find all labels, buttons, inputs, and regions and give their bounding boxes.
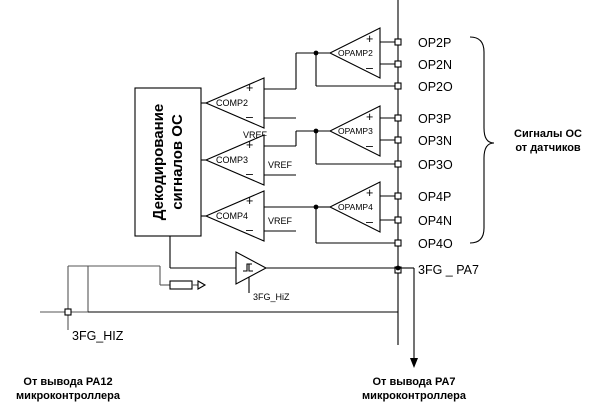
comparator-comp3: COMP3 + – VREF xyxy=(201,130,330,186)
comp2-minus-sign: – xyxy=(246,110,253,124)
pa7-arrow-head xyxy=(410,358,418,368)
opamp-opamp3: OPAMP3 + – xyxy=(313,105,398,165)
pin-label-op4n: OP4N xyxy=(418,214,452,228)
opamp2-minus-sign: – xyxy=(366,61,373,75)
comp2-label: COMP2 xyxy=(216,98,248,108)
comp2-vref-label: VREF xyxy=(243,130,268,140)
opamp3-minus-sign: – xyxy=(366,139,373,153)
pull-resistor xyxy=(159,266,207,290)
pin-label-op2p: OP2P xyxy=(418,36,451,50)
pin-label-op2n: OP2N xyxy=(418,58,452,72)
opamp4-label: OPAMP4 xyxy=(338,202,373,212)
pin-label-pa7: 3FG _ PA7 xyxy=(418,263,479,277)
opamp-opamp2: OPAMP2 + – xyxy=(313,27,398,87)
pin-label-op3o: OP3O xyxy=(418,158,453,172)
pa7-caption-line2: микроконтроллера xyxy=(362,390,467,402)
hiz-wiring: 3FG_HIZ xyxy=(40,265,398,343)
opamp2-label: OPAMP2 xyxy=(338,48,373,58)
comp3-label: COMP3 xyxy=(216,155,248,165)
comp2-plus-sign: + xyxy=(246,81,253,95)
opamp3-plus-sign: + xyxy=(366,110,373,124)
pin-squares xyxy=(394,38,402,274)
opamp-opamp4: OPAMP4 + – xyxy=(313,181,398,244)
sensors-label-line1: Сигналы ОС xyxy=(514,128,582,140)
comparator-comp2: COMP2 + – VREF xyxy=(201,52,330,140)
opamp3-label: OPAMP3 xyxy=(338,126,373,136)
hiz-buffer: 3FG_HiZ xyxy=(169,236,401,302)
pin-label-op3n: OP3N xyxy=(418,134,452,148)
comp4-vref-label: VREF xyxy=(268,216,293,226)
buffer-label: 3FG_HiZ xyxy=(253,292,290,302)
pin-label-op3p: OP3P xyxy=(418,112,451,126)
comp4-label: COMP4 xyxy=(216,211,248,221)
hiz-pin-square xyxy=(64,308,72,316)
decoder-block xyxy=(134,87,202,237)
decoder-label-line2: сигналов ОС xyxy=(169,114,186,210)
opamp4-minus-sign: – xyxy=(366,215,373,229)
pin-label-op4o: OP4O xyxy=(418,237,453,251)
decoder-label-line1: Декодирование xyxy=(150,104,167,221)
comp4-minus-sign: – xyxy=(246,223,253,237)
comp3-minus-sign: – xyxy=(246,167,253,181)
comp3-vref-label: VREF xyxy=(268,160,293,170)
pa12-caption-line1: От вывода PA12 xyxy=(23,376,112,388)
comparator-comp4: COMP4 + – VREF xyxy=(201,190,316,242)
opamp2-plus-sign: + xyxy=(366,32,373,46)
comp3-plus-sign: + xyxy=(246,138,253,152)
sensors-brace xyxy=(469,36,495,244)
pin-label-op2o: OP2O xyxy=(418,80,453,94)
sensors-label-line2: от датчиков xyxy=(515,142,581,154)
opamp4-plus-sign: + xyxy=(366,186,373,200)
hiz-pin-label: 3FG_HIZ xyxy=(72,329,124,343)
pin-label-op4p: OP4P xyxy=(418,190,451,204)
pa7-caption-line1: От вывода PA7 xyxy=(372,376,455,388)
comp4-plus-sign: + xyxy=(246,194,253,208)
pa12-caption-line2: микроконтроллера xyxy=(16,390,121,402)
